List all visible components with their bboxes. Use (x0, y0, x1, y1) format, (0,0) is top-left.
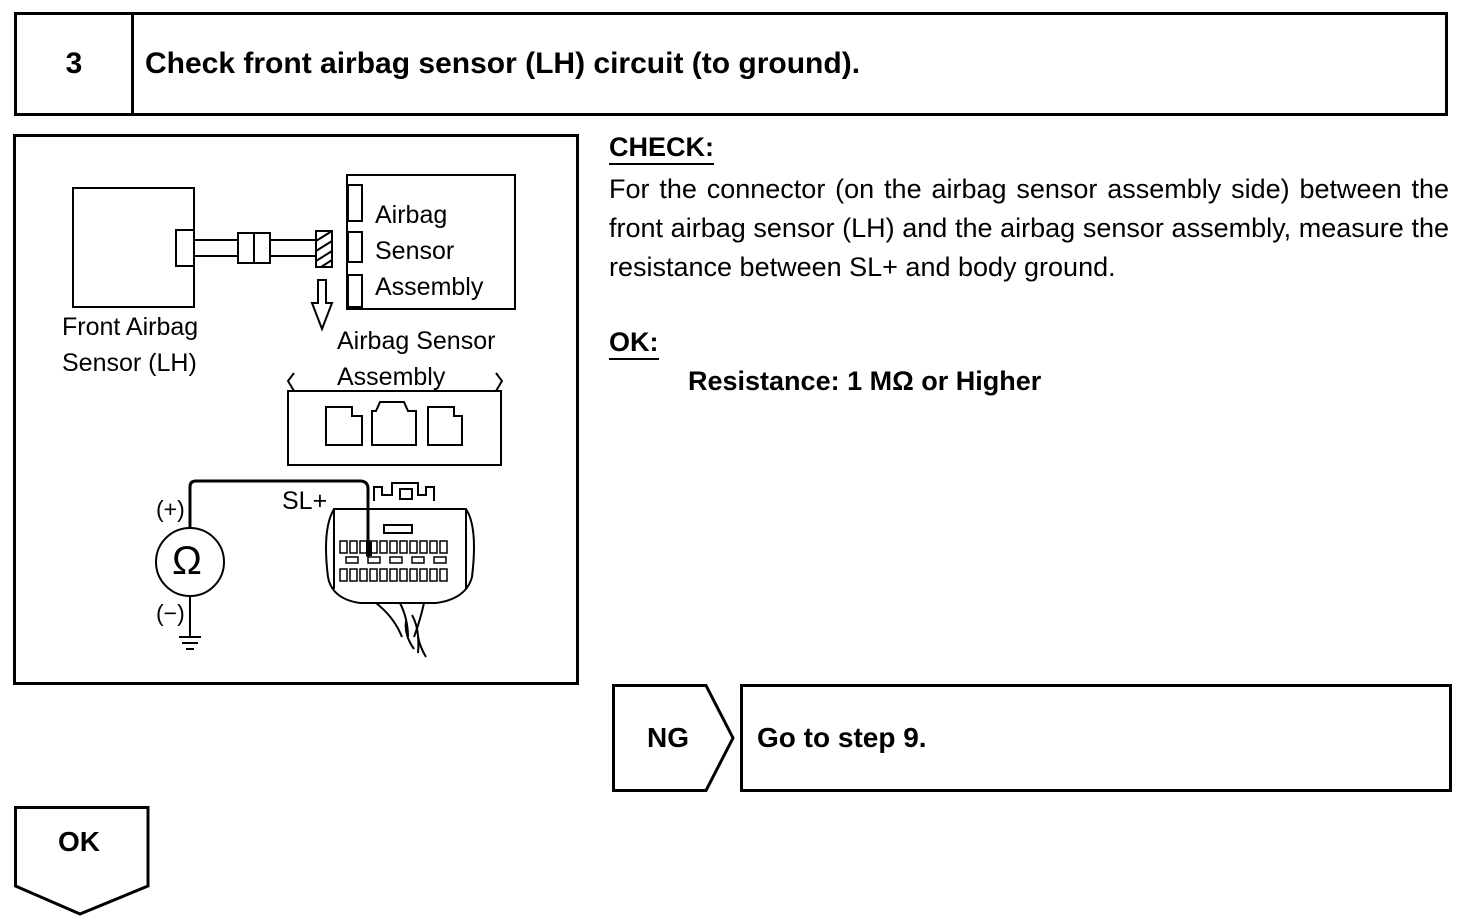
assembly-label-line1: Airbag (375, 201, 448, 229)
step-header: 3 Check front airbag sensor (LH) circuit… (14, 12, 1448, 116)
connector-label-line2: Assembly (337, 363, 446, 391)
down-arrow-icon (310, 279, 334, 332)
terminal-cell (359, 568, 368, 582)
terminal-cell (389, 540, 398, 554)
check-instructions: For the connector (on the airbag sensor … (609, 174, 1449, 282)
terminal-cell (349, 540, 358, 554)
step-title: Check front airbag sensor (LH) circuit (… (145, 47, 861, 80)
terminal-cell (379, 568, 388, 582)
sensor-label-line1: Front Airbag (62, 313, 199, 341)
terminal-cell (369, 568, 378, 582)
terminal-cell (409, 540, 418, 554)
ng-action-text: Go to step 9. (757, 722, 927, 753)
plus-label: (+) (156, 496, 185, 522)
terminal-cell (389, 568, 398, 582)
sl-terminal-marker (366, 542, 372, 556)
ng-label: NG (647, 722, 689, 753)
terminal-grid (339, 540, 448, 582)
terminal-cell (349, 568, 358, 582)
check-heading: CHECK: (609, 132, 714, 165)
terminal-cell (439, 568, 448, 582)
terminal-cell (429, 568, 438, 582)
terminal-label: SL+ (282, 487, 328, 515)
ok-heading: OK: (609, 327, 659, 360)
plug-shape (325, 508, 475, 604)
terminal-cell (339, 568, 348, 582)
terminal-cell (439, 540, 448, 554)
terminal-cell (399, 568, 408, 582)
terminal-cell (359, 540, 368, 554)
terminal-cell (345, 556, 359, 564)
terminal-cell (433, 556, 447, 564)
assembly-label-line3: Assembly (375, 273, 484, 301)
terminal-cell (399, 540, 408, 554)
terminal-cell (367, 556, 381, 564)
assembly-label-line2: Sensor (375, 237, 455, 265)
minus-label: (−) (156, 600, 185, 626)
wiring-diagram: Front Airbag Sensor (LH) Airbag Sensor A… (13, 134, 579, 685)
terminal-cell (419, 568, 428, 582)
connector-body-shape (287, 390, 502, 466)
ng-arrow-shape (612, 684, 735, 792)
terminal-cell (389, 556, 403, 564)
step-number: 3 (17, 15, 134, 113)
terminal-cell (429, 540, 438, 554)
sensor-label-line2: Sensor (LH) (62, 349, 197, 377)
resistance-spec: Resistance: 1 MΩ or Higher (688, 366, 1042, 396)
ng-action-box: Go to step 9. (740, 684, 1452, 792)
diagram-drawing (72, 174, 516, 658)
terminal-cell (339, 540, 348, 554)
ok-flow-label: OK (58, 826, 100, 857)
ok-arrow-shape (14, 806, 150, 916)
terminal-cell (409, 568, 418, 582)
terminal-cell (411, 556, 425, 564)
connector-label-line1: Airbag Sensor (337, 327, 496, 355)
terminal-cell (379, 540, 388, 554)
terminal-cell (419, 540, 428, 554)
ohm-symbol: Ω (172, 539, 202, 583)
